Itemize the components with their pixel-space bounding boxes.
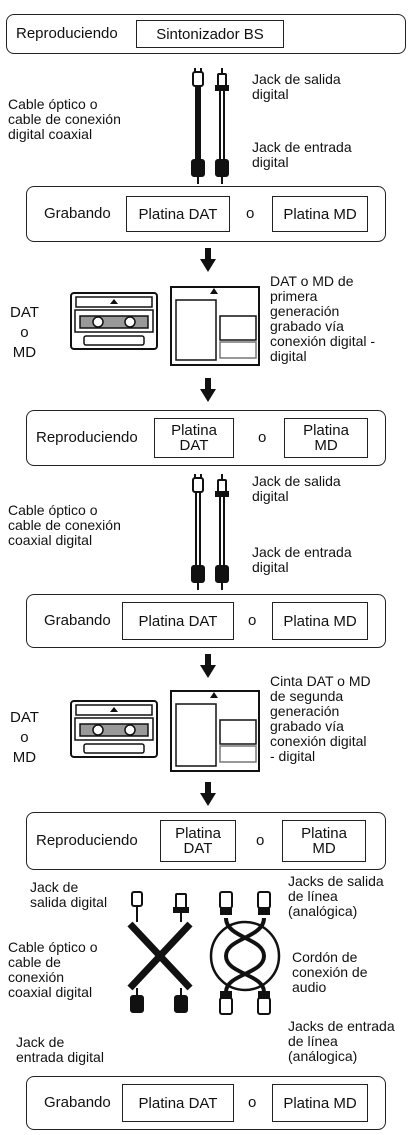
digital-cable-icon	[191, 68, 229, 184]
generation-description: Cinta DAT o MD de segunda generación gra…	[270, 673, 371, 764]
generation-description: DAT o MD de primera generación grabado v…	[270, 273, 376, 364]
cable-label: Cable óptico o cable de conexión coaxial…	[8, 939, 98, 1000]
dat-deck-box: Platina DAT	[126, 196, 230, 232]
or-label: o	[258, 429, 267, 446]
digital-cable-icon	[191, 474, 229, 590]
or-label: o	[246, 205, 255, 222]
media-label: DAT o MD	[10, 709, 39, 766]
minidisc-icon	[170, 690, 260, 772]
tuner-device-box: Sintonizador BS	[136, 20, 284, 48]
input-jack-label: Jack de entrada digital	[252, 139, 352, 170]
md-deck-box: Platina MD	[272, 602, 368, 640]
recording-state-label: Grabando	[44, 205, 111, 222]
output-jack-label: Jack de salida digital	[252, 473, 341, 504]
dat-deck-box: Platina DAT	[160, 820, 236, 862]
recording-state-label: Grabando	[44, 612, 111, 629]
or-label: o	[248, 1094, 257, 1111]
analog-audio-cord-icon	[209, 891, 281, 1015]
md-deck-box: Platina MD	[282, 820, 366, 862]
recording-state-label: Grabando	[44, 1094, 111, 1111]
output-jack-label: Jack de salida digital	[252, 71, 341, 102]
output-jack-label: Jack de salida digital	[30, 879, 108, 910]
md-deck-box: Platina MD	[284, 418, 368, 458]
playback-state-label: Reproduciendo	[16, 25, 118, 42]
cable-label: Cable óptico o cable de conexión coaxial…	[8, 502, 121, 548]
media-label: DAT o MD	[10, 304, 39, 361]
minidisc-icon	[170, 286, 260, 366]
down-arrow-icon	[200, 248, 216, 272]
cable-label: Cable óptico o cable de conexión digital…	[8, 96, 121, 142]
playback-state-label: Reproduciendo	[36, 429, 138, 446]
playback-state-label: Reproduciendo	[36, 832, 138, 849]
md-deck-box: Platina MD	[272, 196, 368, 232]
or-label: o	[256, 832, 265, 849]
or-label: o	[248, 612, 257, 629]
audio-cord-label: Cordón de conexión de audio	[292, 949, 368, 995]
dat-deck-box: Platina DAT	[154, 418, 234, 458]
dat-cassette-icon	[70, 292, 158, 350]
dat-deck-box: Platina DAT	[122, 1084, 234, 1122]
input-jack-label: Jack de entrada digital	[16, 1034, 104, 1065]
md-deck-box: Platina MD	[272, 1084, 368, 1122]
digital-cable-cross-icon	[127, 891, 193, 1013]
line-output-label: Jacks de salida de línea (analógica)	[288, 873, 384, 919]
dat-cassette-icon	[70, 700, 158, 758]
line-input-label: Jacks de entrada de línea (análogica)	[288, 1018, 395, 1064]
input-jack-label: Jack de entrada digital	[252, 544, 352, 575]
down-arrow-icon	[200, 782, 216, 806]
down-arrow-icon	[200, 378, 216, 402]
dat-deck-box: Platina DAT	[122, 602, 234, 640]
down-arrow-icon	[200, 654, 216, 678]
